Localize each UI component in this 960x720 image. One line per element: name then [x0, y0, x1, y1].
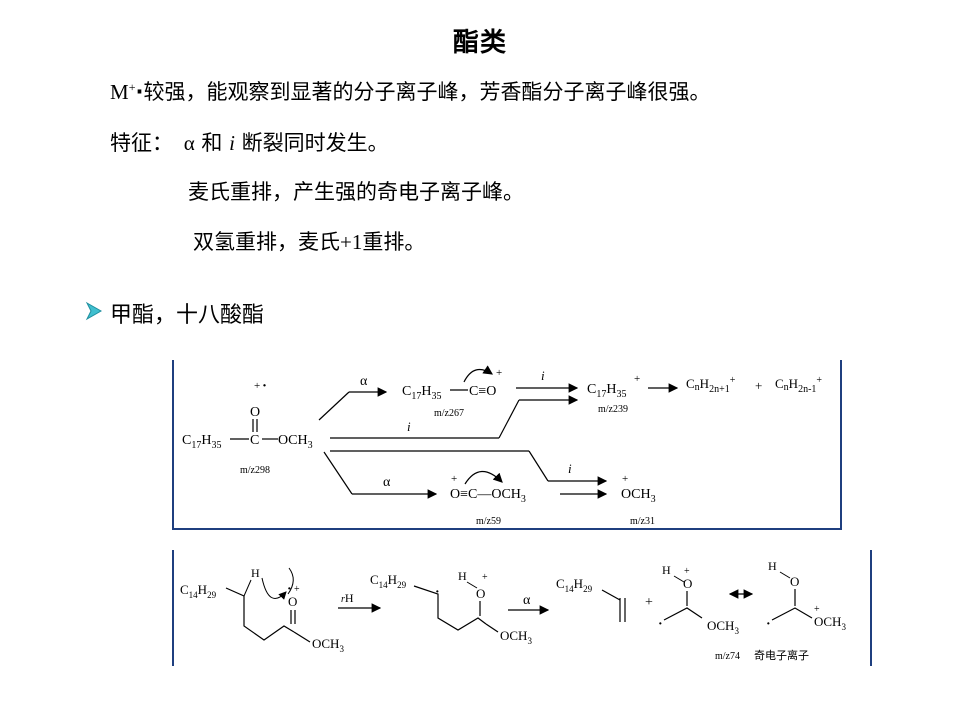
i-label-middle: i: [407, 419, 411, 434]
line4-part-a: 双氢重排，麦氏: [193, 230, 340, 254]
fragment-cnh2n-1: CnH2n-1+: [775, 375, 822, 395]
scheme2-drawing: C14H29 H · + O OCH3 rH C14H29 · H + O OC…: [180, 559, 846, 662]
mz267-label: m/z267: [434, 408, 464, 419]
i-label-top: i: [541, 368, 545, 383]
line-features: 特征： α 和 i 断裂同时发生。: [110, 127, 389, 157]
line-mclafferty: 麦氏重排，产生强的奇电子离子峰。: [188, 180, 524, 204]
parent-carbon: C: [250, 433, 259, 448]
features-label: 特征：: [110, 131, 173, 155]
line-molecular-ion: M+·较强，能观察到显著的分子离子峰，芳香酯分子离子峰很强。: [110, 76, 710, 106]
enol1-methoxy: OCH3: [707, 618, 739, 636]
enol1-radical: ·: [658, 617, 663, 632]
i-symbol: i: [229, 131, 235, 155]
arrow-bullet-icon: [85, 301, 103, 321]
enol2-radical: ·: [766, 617, 771, 632]
m-symbol: M: [110, 80, 129, 104]
mol2-hydrogen: H: [458, 569, 467, 583]
plus-between-fragments: +: [755, 378, 762, 393]
mol2-charge: +: [482, 572, 488, 583]
fragmentation-scheme-1: + · O C17H35 C OCH3 m/z298 α C17H35 C≡O …: [172, 360, 842, 530]
methoxy-ion: OCH3: [621, 487, 656, 505]
mol2-oxygen: O: [476, 586, 485, 601]
line-double-hydrogen: 双氢重排，麦氏+1重排。: [193, 226, 425, 256]
mz239-label: m/z239: [598, 404, 628, 415]
parent-oxygen: O: [250, 405, 260, 420]
enol2-charge: +: [814, 604, 820, 615]
bullet-heading: 甲酯，十八酸酯: [110, 303, 265, 328]
enol2-oxygen: O: [790, 574, 799, 589]
page-title: 酯类: [452, 28, 507, 58]
odd-electron-ion-label: 奇电子离子: [754, 648, 809, 662]
and-text: 和: [201, 131, 223, 155]
line4-plus1: +1: [340, 230, 363, 254]
acylium-charge: +: [496, 367, 502, 379]
mol2-alkyl: C14H29: [370, 572, 407, 590]
alpha-label-bottom: α: [383, 475, 391, 490]
mol2-methoxy: OCH3: [500, 628, 532, 646]
scheme1-drawing: + · O C17H35 C OCH3 m/z298 α C17H35 C≡O …: [182, 365, 822, 527]
methoxycarbonyl-ion: O≡C—OCH3: [450, 487, 526, 505]
enol2-hydrogen: H: [768, 559, 777, 573]
mol1-methoxy: OCH3: [312, 636, 344, 654]
mz31-label: m/z31: [630, 516, 655, 527]
alkyl-ion: C17H35: [587, 382, 626, 400]
line1-text: 较强，能观察到显著的分子离子峰，芳香酯分子离子峰很强。: [143, 80, 711, 104]
enol1-hydrogen: H: [662, 563, 671, 577]
mz74-label: m/z74: [715, 651, 740, 662]
mz298-label: m/z298: [240, 465, 270, 476]
plus-sign-scheme2: +: [645, 595, 653, 610]
mz59-label: m/z59: [476, 516, 501, 527]
mol1-alkyl: C14H29: [180, 582, 217, 600]
line2-text: 断裂同时发生。: [241, 131, 389, 155]
mol1-hydrogen: H: [251, 566, 260, 580]
i-label-bottom: i: [568, 461, 572, 476]
alpha-label-scheme2: α: [523, 593, 531, 608]
enol2-methoxy: OCH3: [814, 614, 846, 632]
m-charge: +: [128, 80, 136, 94]
parent-charge: +: [254, 380, 260, 392]
alpha-label-top: α: [360, 374, 368, 389]
mol2-radical: ·: [435, 585, 440, 600]
acylium-co: C≡O: [469, 384, 496, 399]
mol1-radical: ·: [287, 582, 292, 597]
rh-label: rH: [341, 591, 354, 605]
parent-radical: ·: [262, 378, 267, 394]
line4-part-b: 重排。: [362, 230, 426, 254]
enol1-oxygen: O: [683, 576, 692, 591]
ester-ion-charge: +: [451, 473, 457, 485]
parent-methoxy: OCH3: [278, 433, 313, 451]
fragment-cnh2n1: CnH2n+1+: [686, 375, 736, 395]
acylium-alkyl: C17H35: [402, 384, 441, 402]
alpha-symbol: α: [183, 131, 195, 155]
alkene-alkyl: C14H29: [556, 576, 593, 594]
mol1-charge: +: [294, 584, 300, 595]
parent-alkyl: C17H35: [182, 433, 221, 451]
m-radical: ·: [135, 80, 144, 104]
enol1-charge: +: [684, 566, 690, 577]
methoxy-charge: +: [622, 473, 628, 485]
mol1-oxygen: O: [288, 594, 297, 609]
alkyl-charge: +: [634, 373, 640, 385]
mclafferty-scheme: C14H29 H · + O OCH3 rH C14H29 · H + O OC…: [172, 550, 872, 666]
